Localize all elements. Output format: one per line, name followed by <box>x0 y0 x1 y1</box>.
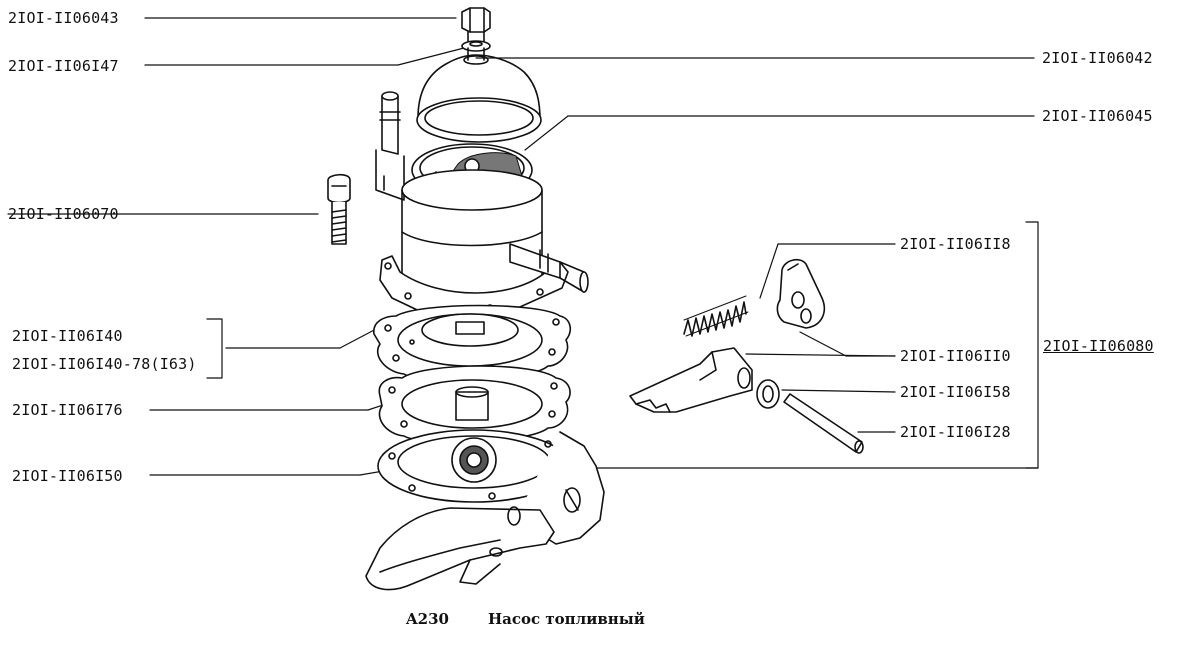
drive-lever <box>629 347 753 413</box>
diaphragm-gasket-upper <box>373 304 572 381</box>
part-label-screw: 2IOI-II06070 <box>8 205 119 223</box>
part-label-washer: 2IOI-II06I47 <box>8 57 119 75</box>
part-label-spring: 2IOI-II06II8 <box>900 235 1011 253</box>
part-label-lever-assembly: 2IOI-II06080 <box>1043 337 1154 355</box>
pump-cover <box>416 54 542 143</box>
part-label-diaphragm: 2IOI-II06I76 <box>12 401 123 419</box>
part-label-filter: 2IOI-II06045 <box>1042 107 1153 125</box>
part-label-cover: 2IOI-II06042 <box>1042 49 1153 67</box>
pump-housing <box>375 91 589 317</box>
part-label-gasket: 2IOI-II06I40 <box>12 327 123 345</box>
lever-axle <box>783 393 864 454</box>
part-label-axle: 2IOI-II06I28 <box>900 423 1011 441</box>
pump-lower-body <box>365 429 605 591</box>
part-label-ring: 2IOI-II06I58 <box>900 383 1011 401</box>
part-label-seal: 2IOI-II06I50 <box>12 467 123 485</box>
bracket-gasket-group <box>206 318 223 379</box>
top-bolt <box>461 7 491 43</box>
eccentric-lever <box>776 258 826 329</box>
lever-washer <box>756 379 780 409</box>
figure-code: A230 <box>406 610 449 628</box>
diaphragm-gasket-lower <box>378 365 571 443</box>
spring <box>683 295 749 337</box>
side-screw <box>327 173 351 245</box>
bracket-assembly-group <box>1025 221 1039 469</box>
part-label-gasket-alt: 2IOI-II06I40-78(I63) <box>12 355 197 373</box>
figure-title: Насос топливный <box>488 610 645 628</box>
part-label-lever: 2IOI-II06II0 <box>900 347 1011 365</box>
part-label-bolt: 2IOI-II06043 <box>8 9 119 27</box>
washer-top <box>461 40 491 61</box>
